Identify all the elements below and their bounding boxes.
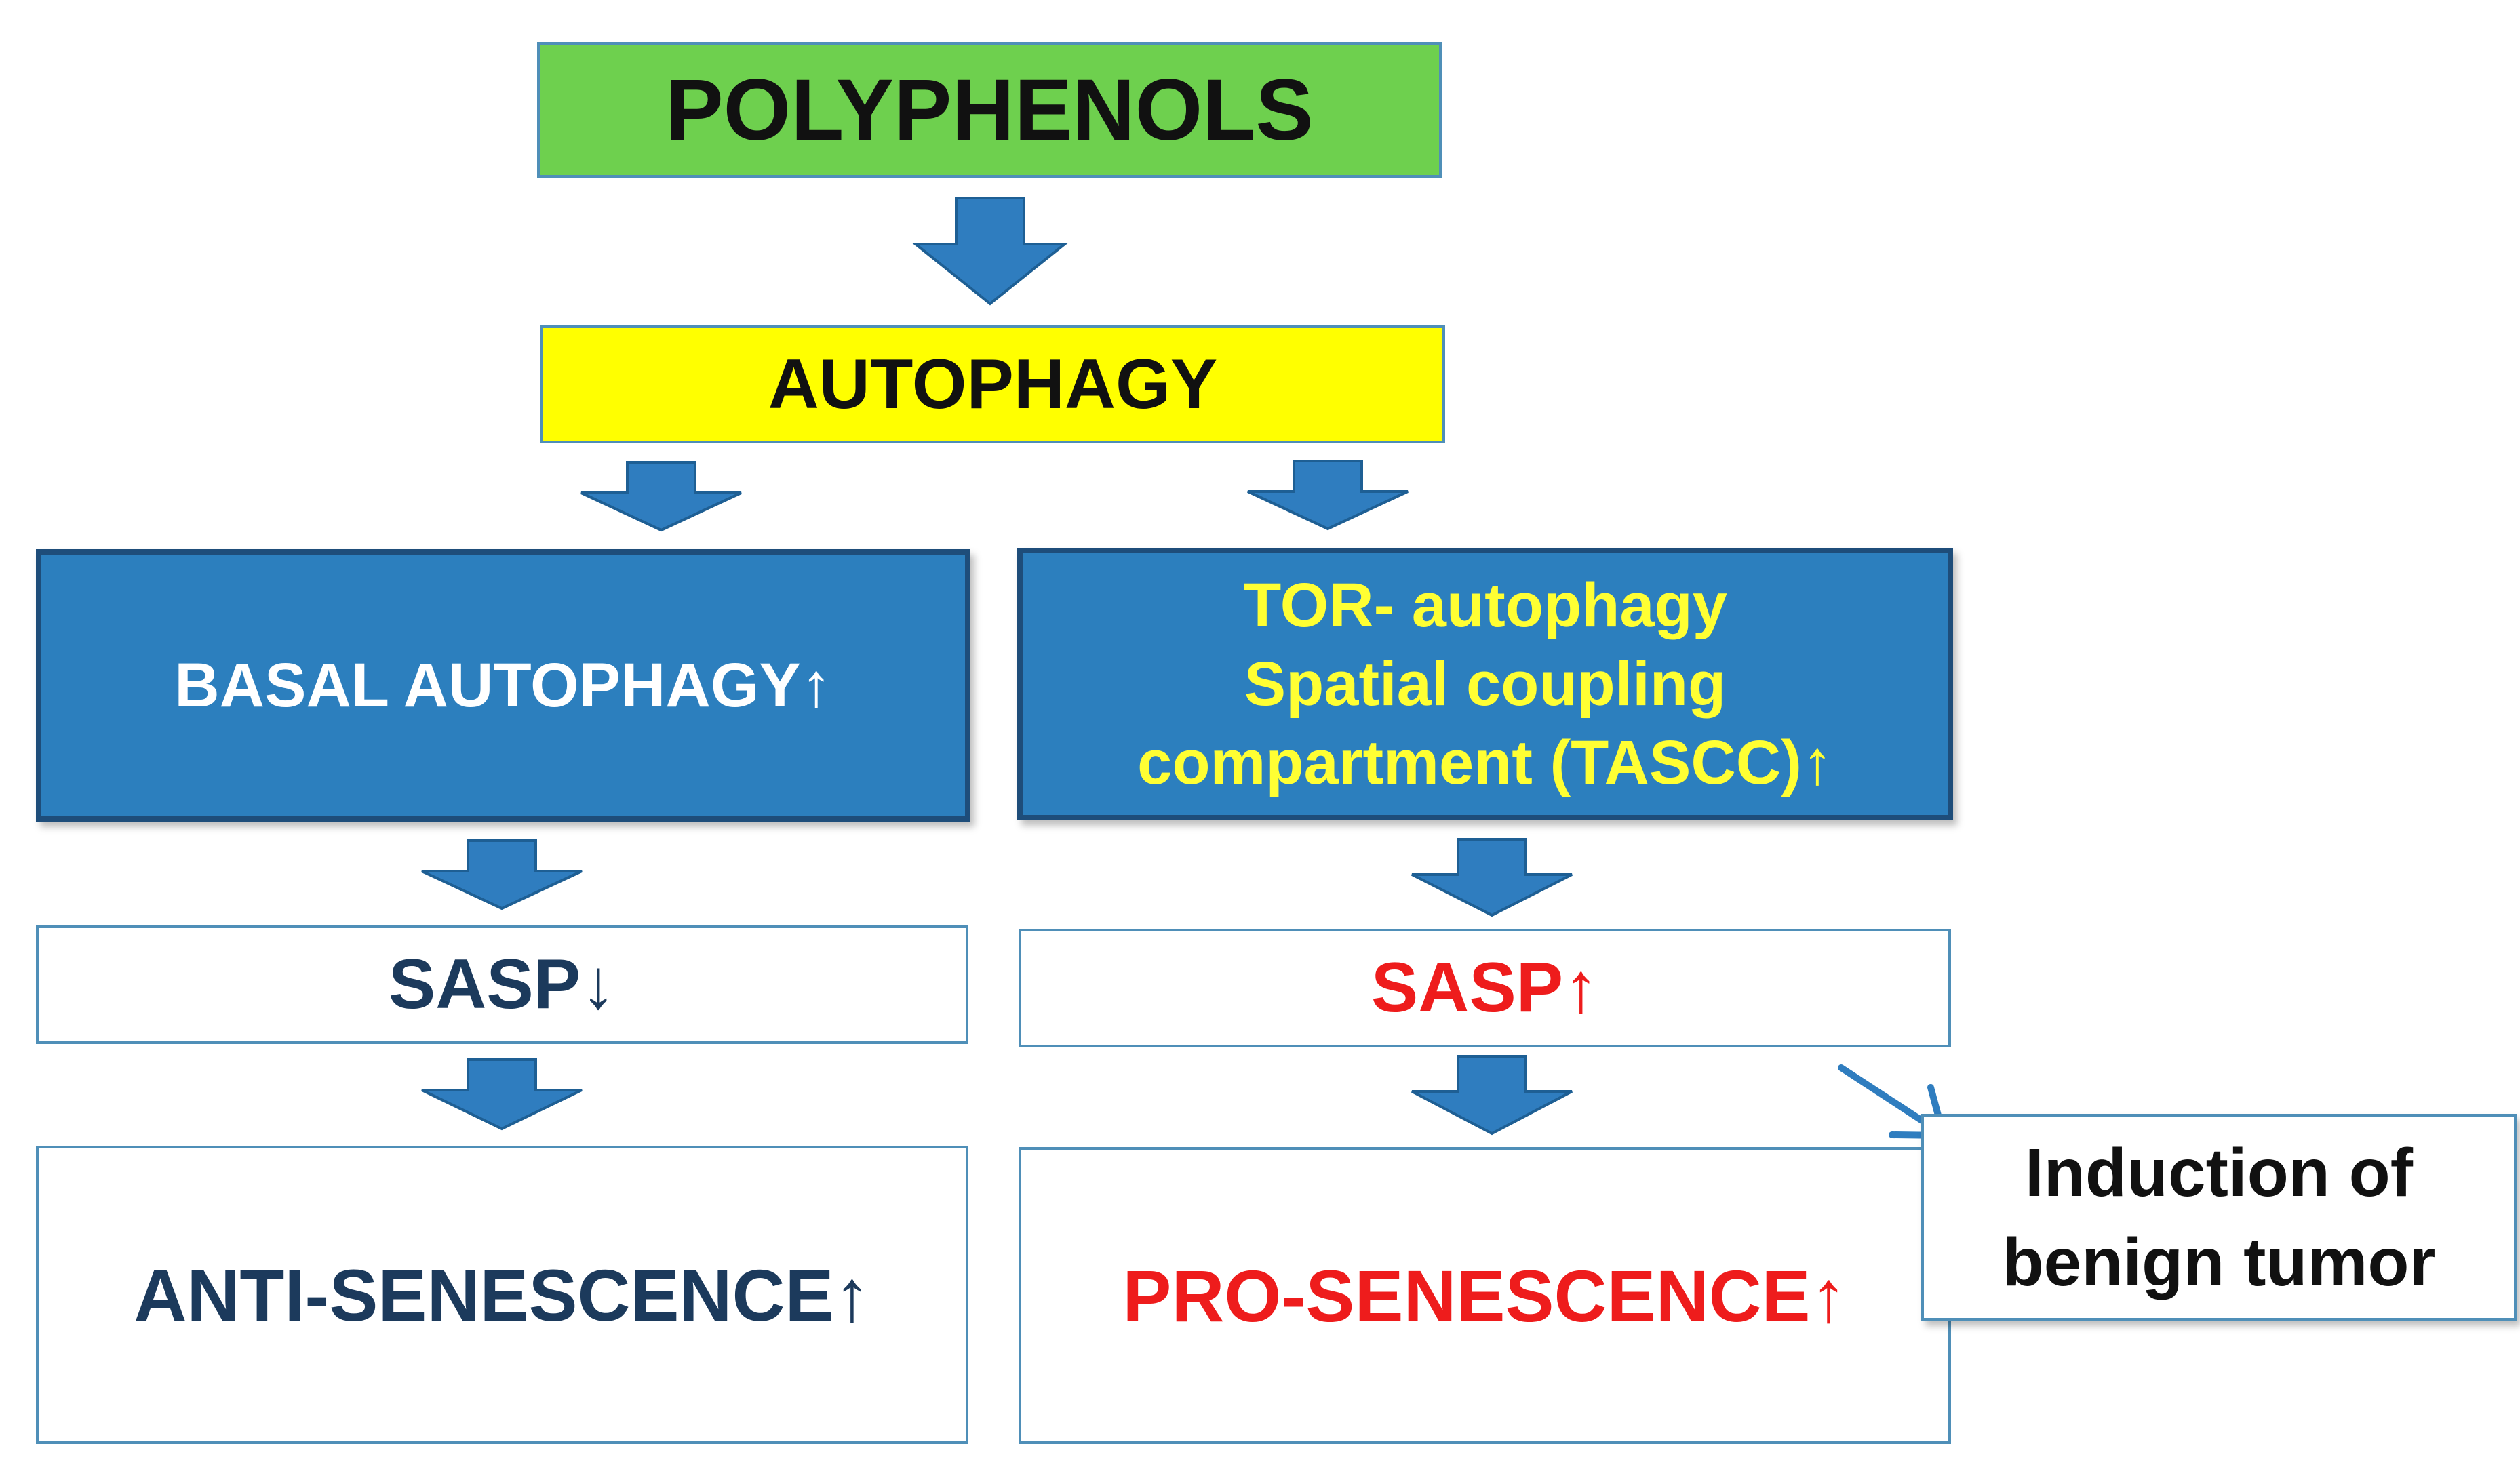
arrow-autophagy-to-basal [580, 461, 742, 532]
basal-autophagy-box: BASAL AUTOPHAGY↑ [36, 549, 970, 822]
polyphenols-label: POLYPHENOLS [665, 61, 1314, 159]
anti-senescence-box: ANTI-SENESCENCE↑ [36, 1146, 968, 1444]
arrow-sasp-up-to-pro [1411, 1055, 1573, 1136]
arrow-autophagy-to-tor [1247, 460, 1409, 531]
sasp-up-box: SASP↑ [1019, 929, 1951, 1047]
tascc-box: TOR- autophagy Spatial coupling compartm… [1017, 548, 1953, 820]
arrow-polyphenols-to-autophagy [911, 197, 1069, 306]
sasp-up-label: SASP↑ [1371, 948, 1599, 1027]
sasp-down-box: SASP↓ [36, 925, 968, 1044]
benign-tumor-text: Induction of benign tumor [2003, 1128, 2436, 1307]
autophagy-label: AUTOPHAGY [768, 344, 1218, 424]
autophagy-box: AUTOPHAGY [540, 325, 1445, 443]
benign-tumor-line-2: benign tumor [2002, 1224, 2436, 1300]
sasp-down-label: SASP↓ [388, 945, 616, 1024]
benign-tumor-box: Induction of benign tumor [1921, 1114, 2517, 1321]
arrow-sasp-down-to-anti [421, 1058, 583, 1131]
polyphenols-box: POLYPHENOLS [537, 42, 1442, 178]
tascc-text: TOR- autophagy Spatial coupling compartm… [1137, 566, 1833, 802]
tascc-line-1: TOR- autophagy [1243, 571, 1727, 640]
arrow-tor-to-sasp-up [1411, 838, 1573, 917]
anti-senescence-label: ANTI-SENESCENCE↑ [134, 1253, 871, 1336]
arrow-basal-to-sasp-down [421, 839, 583, 910]
tascc-line-2: Spatial coupling [1244, 649, 1727, 719]
benign-tumor-line-1: Induction of [2024, 1134, 2414, 1211]
basal-autophagy-label: BASAL AUTOPHAGY↑ [174, 650, 832, 720]
tascc-line-3: compartment (TASCC)↑ [1137, 728, 1833, 797]
pro-senescence-label: PRO-SENESCENCE↑ [1122, 1254, 1847, 1337]
pro-senescence-box: PRO-SENESCENCE↑ [1019, 1147, 1951, 1444]
